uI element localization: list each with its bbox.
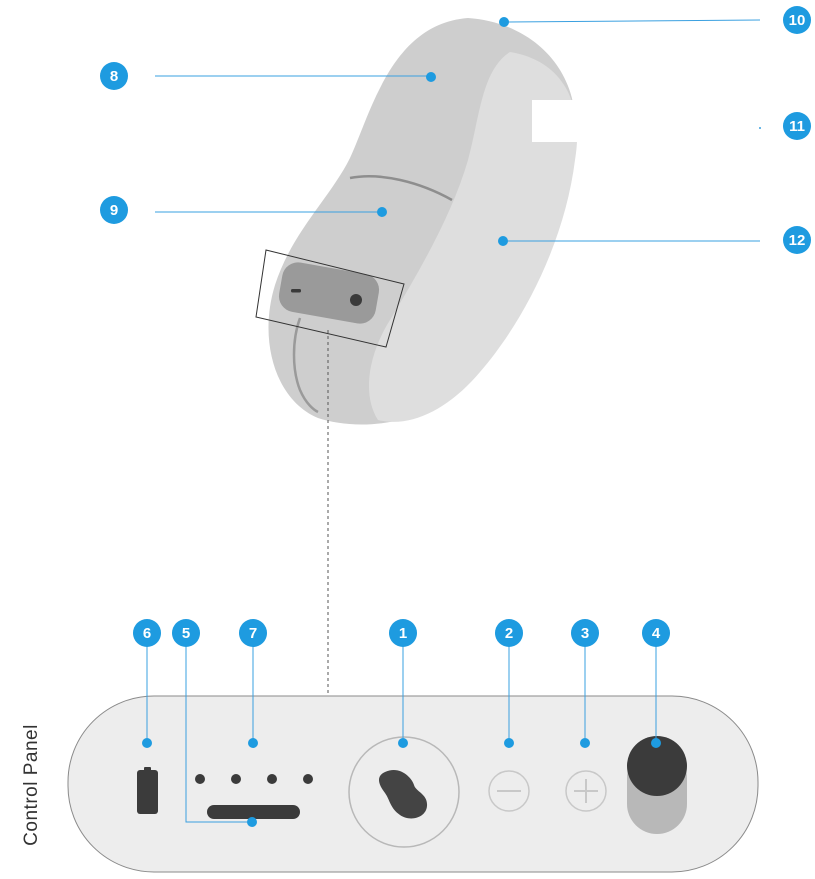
callout-7: 7: [239, 619, 267, 748]
minus-button[interactable]: [488, 770, 530, 812]
callout-4: 4: [642, 619, 670, 748]
callout-number: 11: [789, 118, 805, 135]
callout-number: 4: [652, 625, 661, 642]
plus-icon: [574, 779, 598, 803]
status-bar: [207, 805, 300, 819]
callout-number: 12: [789, 232, 806, 249]
callout-number: 9: [110, 202, 118, 219]
callout-number: 2: [505, 625, 513, 642]
indicator-dot: [195, 774, 205, 784]
device-control-panel: [278, 262, 380, 324]
callout-5: 5: [172, 619, 257, 827]
indicator-dot: [303, 774, 313, 784]
plus-button[interactable]: [565, 770, 607, 812]
slider-switch[interactable]: [627, 736, 687, 834]
device-white-tag: [532, 100, 590, 142]
callout-11: 11: [759, 112, 811, 140]
callout-number: 3: [581, 625, 589, 642]
callout-number: 5: [182, 625, 190, 642]
callout-2: 2: [495, 619, 523, 748]
callout-number: 7: [249, 625, 257, 642]
callout-9: 9: [100, 196, 387, 224]
callout-3: 3: [571, 619, 599, 748]
callout-8: 8: [100, 62, 436, 90]
control-panel: [67, 695, 759, 873]
callout-1: 1: [389, 619, 417, 748]
control-panel-label: Control Panel: [21, 724, 42, 846]
callout-number: 6: [143, 625, 151, 642]
device-control-led: [291, 289, 301, 293]
callout-12: 12: [498, 226, 811, 254]
callout-10: 10: [499, 6, 811, 34]
device-control-button: [350, 294, 362, 306]
battery-icon: [137, 767, 158, 814]
indicator-dot: [267, 774, 277, 784]
zoom-box: [255, 249, 405, 348]
callout-number: 1: [399, 625, 407, 642]
device-seam: [349, 175, 453, 202]
callout-number: 10: [789, 12, 806, 29]
device-cable: [292, 317, 319, 414]
slider-knob[interactable]: [627, 736, 687, 796]
callout-6: 6: [133, 619, 161, 748]
device-shape-icon: [378, 769, 428, 819]
indicator-dot: [231, 774, 241, 784]
callout-number: 8: [110, 68, 118, 85]
device-illustration: [255, 18, 590, 425]
indicator-dots: [195, 774, 313, 784]
device-front-face: [368, 52, 578, 422]
power-button[interactable]: [348, 736, 460, 848]
